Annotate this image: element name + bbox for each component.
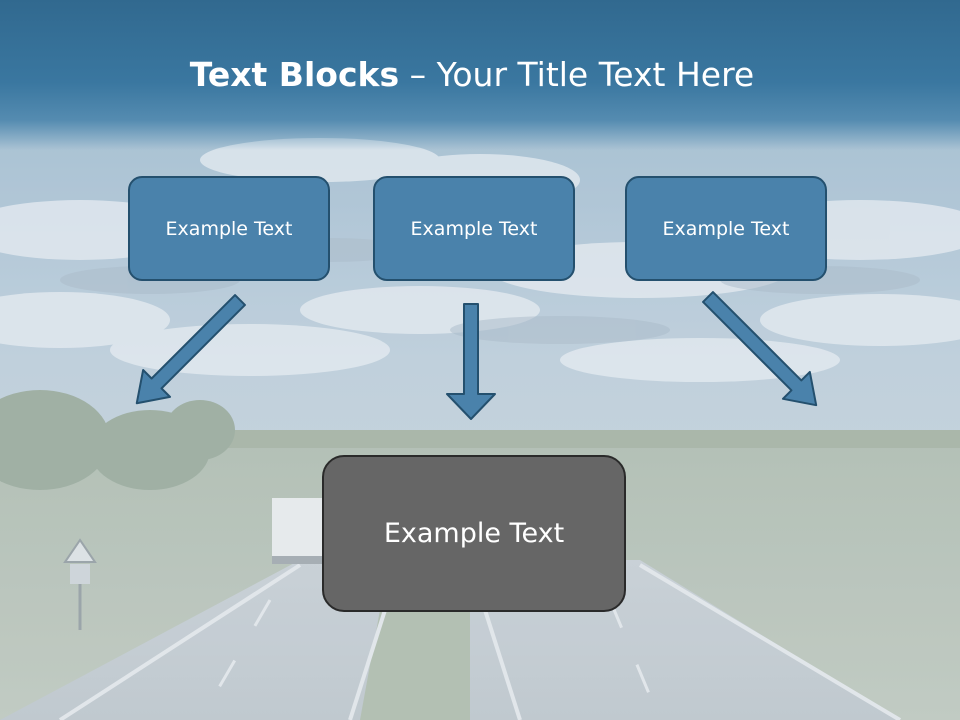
text-block-center[interactable]: Example Text <box>322 455 626 612</box>
text-block-center-label: Example Text <box>383 518 565 549</box>
text-block-middle[interactable]: Example Text <box>373 176 575 281</box>
arrow-down-left-icon <box>702 291 818 407</box>
text-block-middle-label: Example Text <box>410 217 538 240</box>
text-block-left-label: Example Text <box>165 217 293 240</box>
arrow-down-right-icon <box>135 294 246 405</box>
title-dash: – <box>399 55 437 94</box>
text-block-left[interactable]: Example Text <box>128 176 330 281</box>
title-bold-part: Text Blocks <box>189 55 400 94</box>
text-block-right[interactable]: Example Text <box>625 176 827 281</box>
slide-title: Text Blocks – Your Title Text Here <box>0 54 944 96</box>
title-rest: Your Title Text Here <box>436 55 755 94</box>
text-block-right-label: Example Text <box>662 217 790 240</box>
arrow-down-icon[interactable] <box>446 303 496 420</box>
title-bar <box>0 0 960 150</box>
